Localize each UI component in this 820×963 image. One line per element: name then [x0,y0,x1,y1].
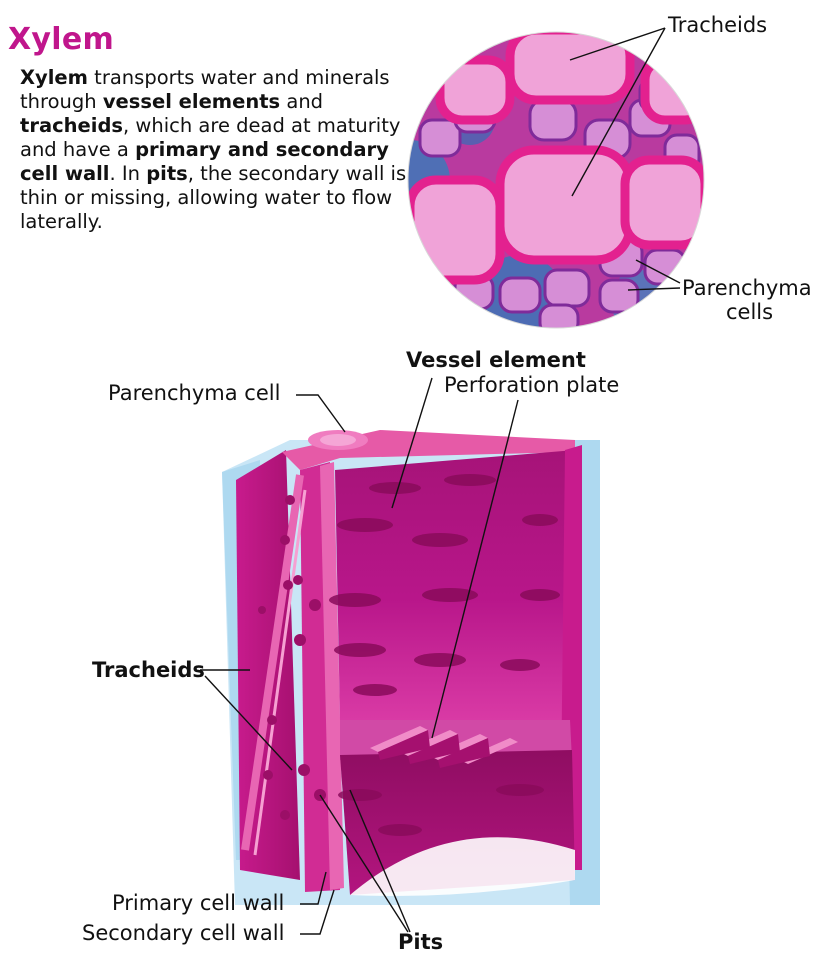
label-tracheids: Tracheids [92,658,205,682]
micrograph-border [407,31,705,329]
label-tracheids-micrograph: Tracheids [668,13,768,37]
label-parenchyma-cells-line2: cells [726,300,774,324]
desc-part: and [280,90,324,113]
label-parenchyma-cells-line1: Parenchyma [682,276,812,300]
desc-part: transports water and minerals through [20,66,390,113]
description-text: Xylem transports water and minerals thro… [20,66,420,234]
page-title: Xylem [8,22,115,57]
term-vessel-elements: vessel elements [102,90,281,113]
desc-part: , the secondary wall is thin or missing,… [20,162,407,233]
term-pits: pits [146,162,188,185]
label-parenchyma-cell: Parenchyma cell [108,381,281,405]
label-pits: Pits [398,930,444,954]
micrograph [408,32,704,328]
label-perforation-plate: Perforation plate [444,373,620,397]
term-cell-walls: primary and secondary cell wall [20,138,389,185]
label-secondary-cell-wall: Secondary cell wall [82,921,285,945]
xylem-block [222,430,600,905]
term-xylem: Xylem [20,66,88,89]
label-vessel-element: Vessel element [406,348,586,372]
desc-part: . In [109,162,147,185]
desc-part: , which are dead at maturity and have a [20,114,401,161]
label-primary-cell-wall: Primary cell wall [112,891,285,915]
leader-lines [200,27,681,935]
term-tracheids: tracheids [20,114,124,137]
